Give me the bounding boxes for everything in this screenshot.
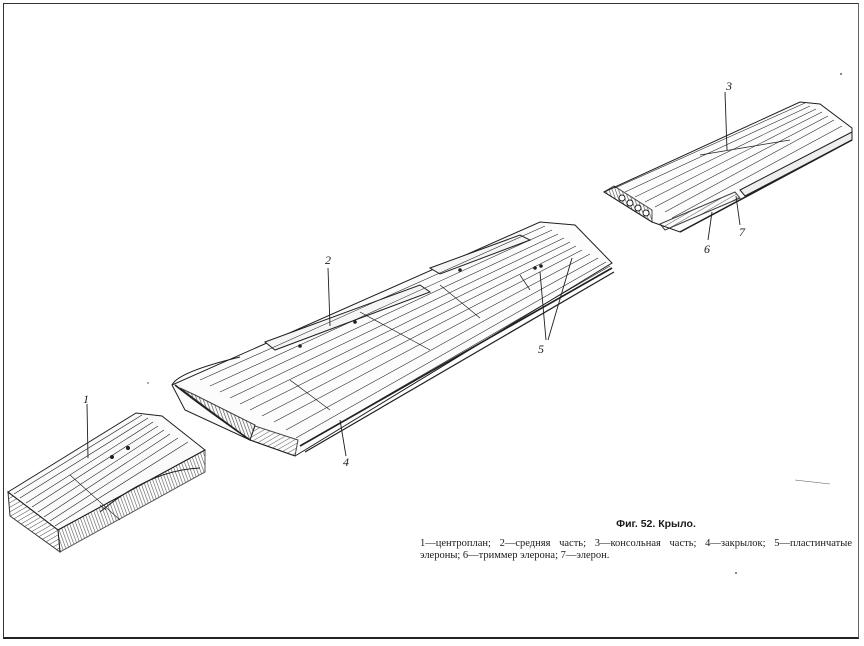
center-section — [7, 412, 206, 554]
leader-lines — [86, 91, 741, 459]
label-2: 2 — [325, 253, 331, 267]
paper-mark — [794, 479, 831, 485]
figure-frame — [3, 3, 859, 639]
middle-section — [171, 221, 615, 457]
label-1: 1 — [83, 392, 89, 406]
outer-section — [602, 101, 853, 233]
figure-caption: Фиг. 52. Крыло. 1—центроплан; 2—средняя … — [420, 518, 852, 562]
label-7: 7 — [739, 225, 746, 239]
label-5: 5 — [538, 342, 544, 356]
paper-specks — [147, 73, 842, 574]
label-3: 3 — [725, 79, 732, 93]
label-6: 6 — [704, 242, 710, 256]
caption-legend: 1—центроплан; 2—средняя часть; 3—консоль… — [420, 538, 852, 561]
label-4: 4 — [343, 455, 349, 469]
caption-title: Фиг. 52. Крыло. — [616, 518, 696, 530]
